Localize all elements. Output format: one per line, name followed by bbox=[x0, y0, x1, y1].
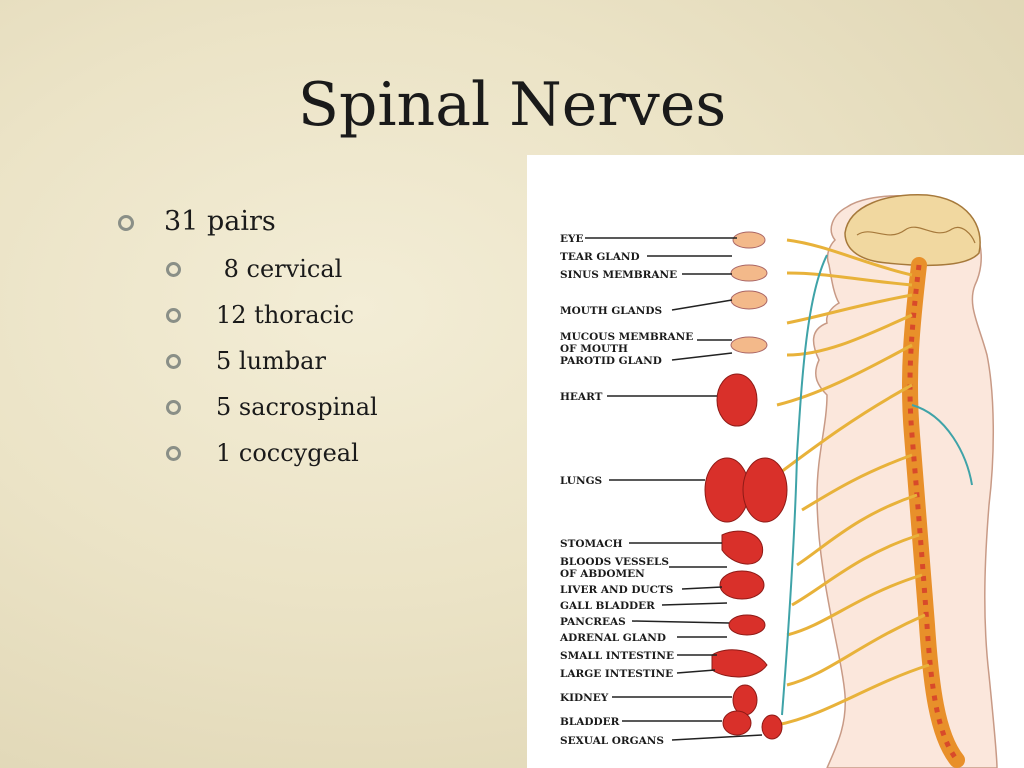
bullet-level2: 8 cervical bbox=[112, 246, 512, 292]
leader-line bbox=[661, 602, 728, 606]
bullet-level2: 1 coccygeal bbox=[112, 430, 512, 476]
heart-organ bbox=[716, 373, 758, 427]
label-tear-gland: TEAR GLAND bbox=[560, 251, 640, 263]
leader-line bbox=[676, 669, 716, 674]
sexual-organ bbox=[761, 714, 783, 740]
bullet-level2: 5 lumbar bbox=[112, 338, 512, 384]
organs bbox=[704, 231, 788, 740]
bullet-level1: 31 pairs bbox=[112, 200, 512, 246]
bullet-text: 8 cervical bbox=[216, 255, 343, 283]
liver-organ bbox=[719, 570, 765, 600]
ring-bullet-icon bbox=[166, 446, 181, 461]
stomach-organ bbox=[721, 530, 764, 565]
slide-title: Spinal Nerves bbox=[297, 70, 727, 140]
label-sexual-organs: SEXUAL ORGANS bbox=[560, 735, 664, 747]
leader-line bbox=[671, 734, 763, 741]
label-parotid-gland: PAROTID GLAND bbox=[560, 355, 662, 367]
label-eye: EYE bbox=[560, 233, 584, 245]
left-lung-organ bbox=[704, 457, 750, 523]
label-liver-and-ducts: LIVER AND DUCTS bbox=[560, 584, 673, 596]
label-mucous-membrane: MUCOUS MEMBRANE bbox=[560, 331, 693, 343]
diagram-labels: EYE TEAR GLAND SINUS MEMBRANE MOUTH GLAN… bbox=[559, 233, 763, 747]
diagram-svg: EYE TEAR GLAND SINUS MEMBRANE MOUTH GLAN… bbox=[559, 194, 998, 768]
bullet-text: 5 sacrospinal bbox=[216, 393, 378, 421]
bullet-text: 5 lumbar bbox=[216, 347, 326, 375]
bullet-text: 12 thoracic bbox=[216, 301, 355, 329]
bullet-text: 31 pairs bbox=[164, 206, 276, 237]
ring-bullet-icon bbox=[166, 354, 181, 369]
eye-organ bbox=[732, 231, 766, 249]
nerve-lines bbox=[776, 238, 973, 727]
body-outline bbox=[812, 195, 998, 768]
label-sinus-membrane: SINUS MEMBRANE bbox=[560, 269, 677, 281]
label-mouth-glands: MOUTH GLANDS bbox=[560, 305, 662, 317]
leader-line bbox=[631, 620, 730, 624]
brain-fold bbox=[856, 226, 976, 244]
leader-line bbox=[681, 586, 723, 590]
label-stomach: STOMACH bbox=[560, 538, 623, 550]
bladder-organ bbox=[722, 710, 752, 736]
ring-bullet-icon bbox=[166, 400, 181, 415]
label-kidney: KIDNEY bbox=[560, 692, 609, 704]
right-lung-organ bbox=[742, 457, 788, 523]
label-large-intestine: LARGE INTESTINE bbox=[560, 668, 673, 680]
bullet-level2: 5 sacrospinal bbox=[112, 384, 512, 430]
pancreas-organ bbox=[728, 614, 766, 636]
label-lungs: LUNGS bbox=[560, 475, 602, 487]
brain-shape bbox=[844, 194, 981, 266]
label-small-intestine: SMALL INTESTINE bbox=[560, 650, 674, 662]
bullet-text: 1 coccygeal bbox=[216, 439, 359, 467]
label-adrenal-gland: ADRENAL GLAND bbox=[559, 632, 666, 644]
nervous-system-diagram: EYE TEAR GLAND SINUS MEMBRANE MOUTH GLAN… bbox=[527, 155, 1024, 768]
ring-bullet-icon bbox=[118, 215, 134, 231]
intestine-organ bbox=[711, 649, 768, 678]
label-of-abdomen: OF ABDOMEN bbox=[560, 568, 645, 580]
bullet-list: 31 pairs 8 cervical 12 thoracic 5 lumbar… bbox=[112, 200, 512, 476]
vertebrae bbox=[907, 264, 959, 762]
kidney-organ bbox=[732, 684, 758, 716]
mouth-gland-organ bbox=[730, 290, 768, 310]
ring-bullet-icon bbox=[166, 262, 181, 277]
leader-line bbox=[671, 299, 733, 311]
label-of-mouth: OF MOUTH bbox=[560, 343, 628, 355]
label-bloods-vessels: BLOODS VESSELS bbox=[560, 556, 669, 568]
parotid-organ bbox=[730, 336, 768, 354]
bullet-level2: 12 thoracic bbox=[112, 292, 512, 338]
label-gall-bladder: GALL BLADDER bbox=[560, 600, 655, 612]
leader-line bbox=[671, 352, 733, 361]
label-heart: HEART bbox=[560, 391, 603, 403]
label-pancreas: PANCREAS bbox=[560, 616, 626, 628]
label-bladder: BLADDER bbox=[560, 716, 620, 728]
ring-bullet-icon bbox=[166, 308, 181, 323]
sinus-organ bbox=[730, 264, 768, 282]
